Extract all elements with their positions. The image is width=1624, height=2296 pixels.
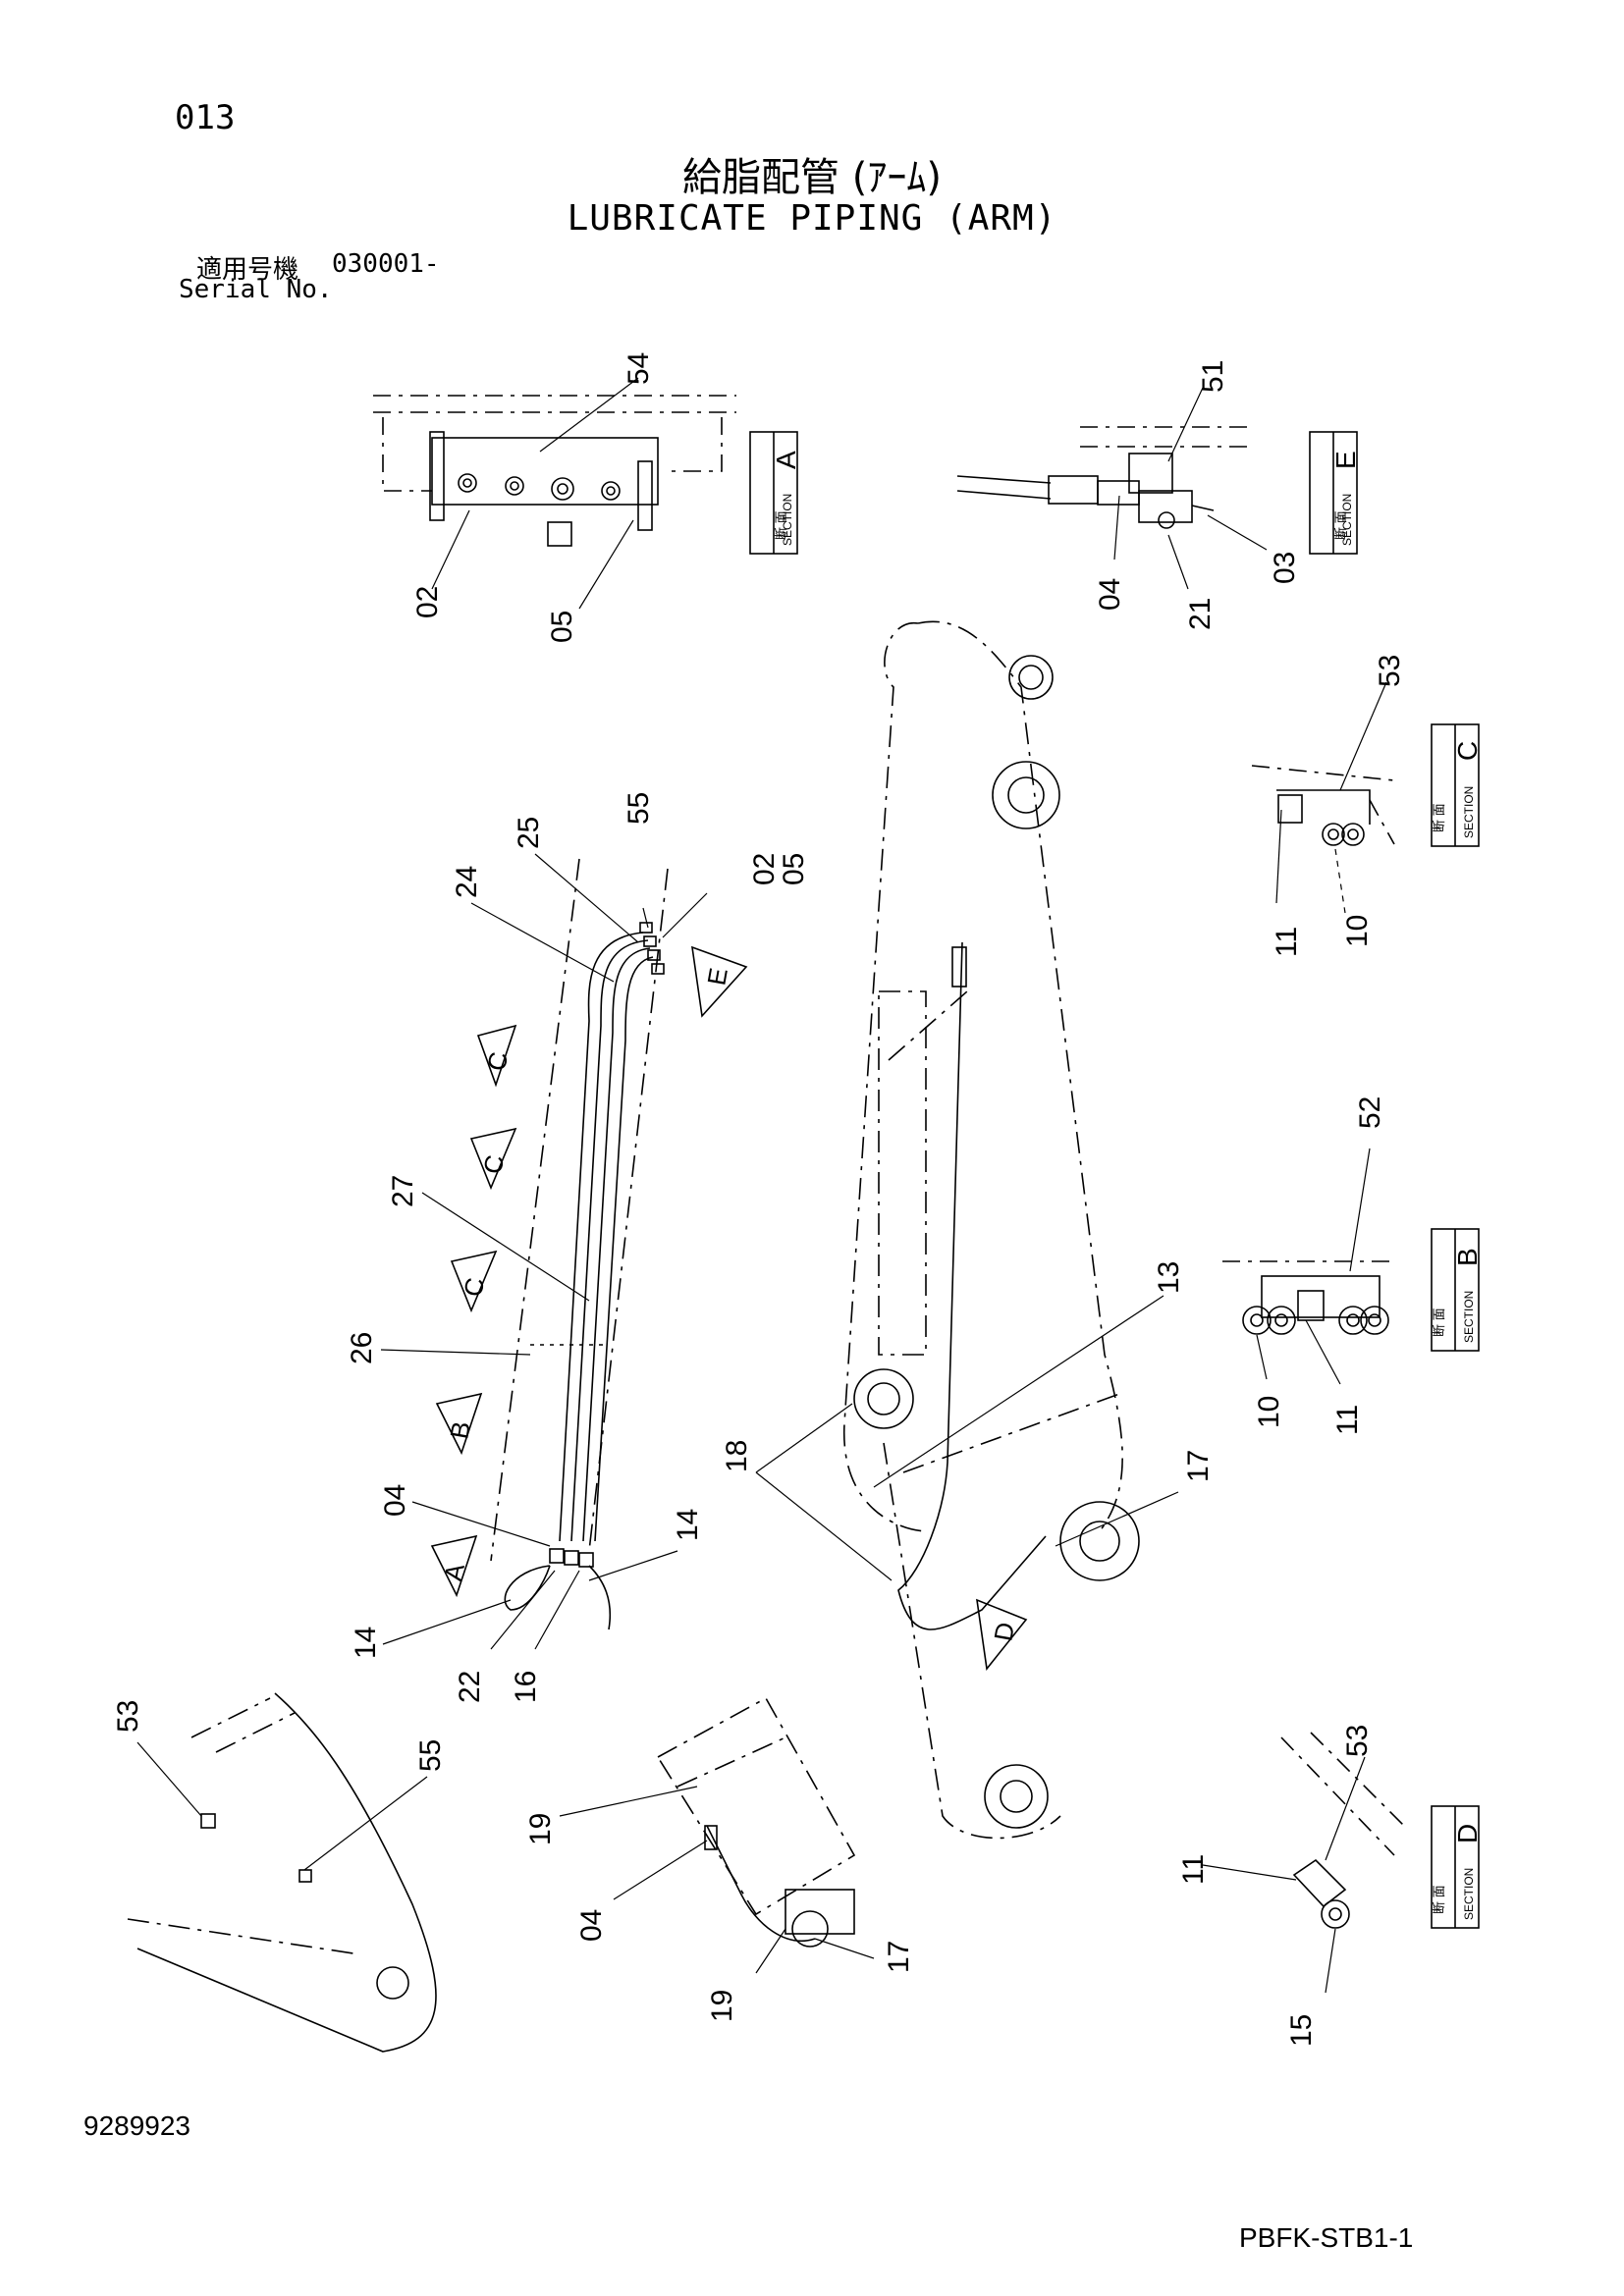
- callout-17-cylinder: 17: [883, 1941, 915, 1973]
- arm-head-detail: [127, 1692, 437, 2053]
- section-b-letter: B: [1452, 1248, 1483, 1266]
- section-label-boxes: [749, 431, 1480, 1929]
- callout-14-left: 14: [350, 1627, 382, 1659]
- title-english: LUBRICATE PIPING (ARM): [567, 198, 1057, 239]
- section-c-jp: 断 面: [1432, 803, 1446, 832]
- section-d-jp: 断 面: [1432, 1885, 1446, 1914]
- callout-14-right: 14: [672, 1509, 704, 1541]
- callout-55-head: 55: [414, 1739, 447, 1772]
- callout-17-arm: 17: [1182, 1450, 1215, 1482]
- drawing-number: 9289923: [83, 2110, 191, 2141]
- callout-11-section-c: 11: [1271, 927, 1303, 957]
- section-c-word: SECTION: [1462, 786, 1476, 838]
- serial-label-english: Serial No.: [179, 275, 333, 304]
- callout-21: 21: [1184, 598, 1217, 630]
- callout-53-section-d: 53: [1341, 1725, 1374, 1757]
- callout-02-section-a: 02: [411, 586, 444, 618]
- section-a-word: SECTION: [781, 494, 794, 546]
- view-arrow-c1-letter: C: [481, 1049, 514, 1073]
- section-d-detail: [1280, 1732, 1405, 1929]
- callout-18: 18: [721, 1440, 753, 1472]
- callout-19-lower: 19: [706, 1990, 738, 2022]
- callout-52: 52: [1354, 1096, 1386, 1129]
- callout-11-section-b: 11: [1331, 1405, 1364, 1435]
- callout-16: 16: [510, 1671, 542, 1703]
- arm-outline: [843, 620, 1140, 1840]
- callout-11-section-d: 11: [1177, 1854, 1210, 1885]
- callout-15: 15: [1285, 2014, 1318, 2047]
- callout-05-section-a: 05: [546, 611, 578, 643]
- callout-54: 54: [623, 352, 655, 385]
- section-a-detail: [373, 395, 736, 547]
- callout-19-upper: 19: [524, 1813, 557, 1845]
- view-arrows: [430, 945, 1028, 1671]
- callout-53-section-c: 53: [1374, 655, 1406, 687]
- callout-02-arm: 02: [748, 853, 781, 885]
- section-a-letter: A: [771, 451, 801, 469]
- section-d-letter: D: [1452, 1824, 1483, 1843]
- page-number: 013: [175, 98, 236, 137]
- view-arrow-b-letter: B: [444, 1419, 476, 1441]
- serial-value: 030001-: [332, 249, 440, 279]
- callout-numbers: 54 02 05 51 04 21 03 53 11 10 52 10 11 5…: [112, 352, 1406, 2047]
- section-b-jp: 断 面: [1432, 1308, 1446, 1337]
- callout-04-cylinder: 04: [575, 1909, 608, 1942]
- callout-24: 24: [451, 866, 483, 898]
- callout-27: 27: [387, 1175, 419, 1207]
- callout-04-section-e: 04: [1094, 578, 1126, 611]
- callout-13: 13: [1153, 1261, 1185, 1294]
- callout-55-arm: 55: [623, 792, 655, 825]
- section-e-word: SECTION: [1340, 494, 1354, 546]
- view-arrow-d-letter: D: [988, 1620, 1020, 1643]
- callout-22: 22: [454, 1671, 486, 1703]
- view-arrow-c2-letter: C: [477, 1152, 510, 1176]
- serial-label-japanese: 適用号機: [196, 255, 299, 285]
- section-label-texts: 断 面 SECTION A 断 面 SECTION E 断 面 SECTION …: [771, 451, 1483, 1920]
- title-japanese: 給脂配管 (ｱｰﾑ): [682, 155, 942, 200]
- callout-04-arm: 04: [379, 1484, 411, 1517]
- section-c-detail: [1251, 765, 1395, 846]
- section-b-word: SECTION: [1462, 1291, 1476, 1343]
- callout-51: 51: [1197, 360, 1229, 393]
- section-e-detail: [956, 426, 1247, 529]
- callout-05-arm: 05: [778, 853, 810, 885]
- document-code: PBFK-STB1-1: [1239, 2222, 1414, 2253]
- section-c-letter: C: [1452, 741, 1483, 761]
- section-e-letter: E: [1330, 451, 1361, 469]
- callout-25: 25: [513, 817, 545, 849]
- callout-03: 03: [1269, 552, 1301, 584]
- view-arrow-c3-letter: C: [458, 1275, 490, 1299]
- arm-piping-view: [490, 858, 669, 1630]
- section-a-jp: 断 面: [774, 510, 788, 540]
- section-b-detail: [1222, 1260, 1394, 1335]
- callout-10-section-b: 10: [1253, 1396, 1285, 1428]
- callout-10-section-c: 10: [1341, 915, 1374, 947]
- leader-lines: [136, 377, 1387, 1994]
- section-e-jp: 断 面: [1333, 510, 1348, 540]
- view-arrow-e-letter: E: [701, 966, 733, 988]
- bucket-cylinder-detail: [656, 1696, 856, 1948]
- callout-53-head: 53: [112, 1700, 144, 1733]
- view-arrow-letters: E C C C B A D: [438, 966, 1020, 1643]
- view-arrow-a-letter: A: [438, 1561, 470, 1583]
- section-d-word: SECTION: [1462, 1868, 1476, 1920]
- callout-26: 26: [346, 1332, 378, 1364]
